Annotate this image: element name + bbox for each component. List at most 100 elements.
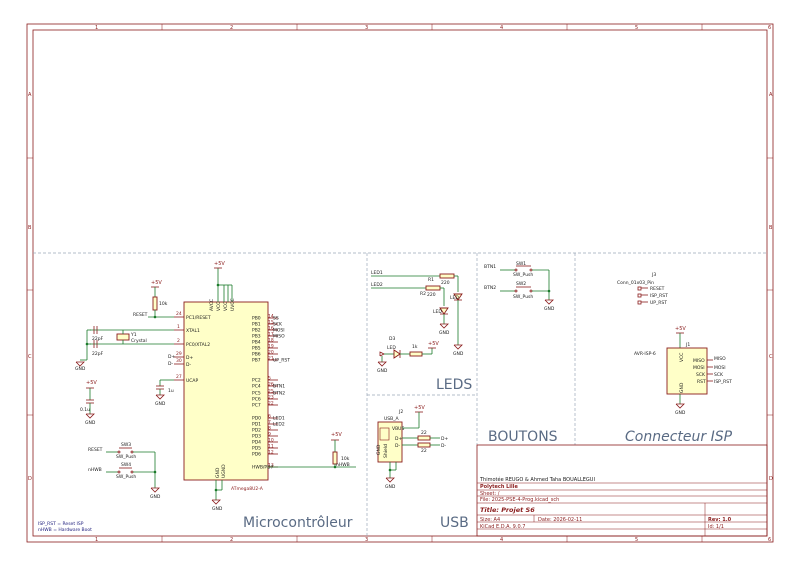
- mcu-pin-pc6: PC6: [252, 397, 261, 403]
- net-label-reset: RESET: [88, 447, 103, 453]
- row-label: D: [28, 476, 32, 482]
- net-label-btn2: BTN2: [484, 285, 496, 291]
- usb-value: USB_A: [384, 416, 399, 422]
- crystal-value: Crystal: [131, 338, 147, 344]
- pin-num: 1: [177, 324, 180, 330]
- usb-pin: VBUS: [392, 426, 404, 432]
- mcu-pin-hwbpd7: HWB/PD7: [252, 465, 274, 471]
- pin-num: 2: [177, 338, 180, 344]
- net-label-dminus: D-: [168, 361, 173, 367]
- mcu-pin-pb4: PB4: [252, 340, 261, 346]
- gnd-label: GND: [675, 410, 686, 416]
- frame-columns-top: 1 2 3 4 5 6: [95, 24, 771, 31]
- gnd-label: GND: [453, 351, 464, 357]
- mcu-pin-number: 21: [268, 356, 274, 362]
- mcu-pin-number: 12: [268, 450, 274, 456]
- cap-value: 0.1u: [80, 407, 90, 413]
- section-title-boutons: BOUTONS: [488, 429, 558, 445]
- mcu-pin-pd4: PD4: [252, 440, 261, 446]
- mcu-net-ss: SS: [273, 316, 279, 322]
- col-label: 3: [365, 537, 368, 543]
- section-title-micro: Microcontrôleur: [243, 515, 353, 531]
- resistor-value: 10k: [159, 301, 168, 307]
- led-d3: [393, 349, 401, 359]
- mcu-pin-pd2: PD2: [252, 428, 261, 434]
- pin-num: 27: [176, 374, 182, 380]
- frame-rows: A B C D A B C D: [27, 92, 773, 482]
- section-dividers: [33, 252, 767, 536]
- led-ref: LED: [450, 295, 459, 301]
- mcu-pin-number: 15: [268, 320, 274, 326]
- mcu-pin-pb7: PB7: [252, 358, 261, 364]
- resistor-value: 10k: [341, 456, 350, 462]
- isp-pin-label: MOSI: [693, 365, 705, 371]
- note-isp-rst: ISP_RST = Reset ISP: [38, 521, 84, 527]
- power-label: +5V: [675, 326, 686, 332]
- pin-gnd: GND: [215, 467, 221, 478]
- pin-reset: PC1/RESET: [186, 315, 211, 321]
- switch-ref: SW2: [516, 281, 526, 287]
- pin-dminus: D-: [186, 362, 191, 368]
- isp-block: J3 Conn_01x03_Pin RESET ISP_RST UP_RST +…: [617, 272, 732, 416]
- mcu-net-sck: SCK: [273, 322, 283, 328]
- row-label: C: [28, 354, 32, 360]
- gnd-label: GND: [85, 420, 96, 426]
- col-label: 1: [95, 25, 98, 31]
- mcu-pin-number: 9: [268, 432, 271, 438]
- resistor-value: 1k: [412, 344, 418, 350]
- title-block: Thimotée REUGO & Ahmed Taha BOUALLEGUI P…: [476, 444, 768, 537]
- reset-hwb-buttons: RESET SW3 SW_Push nHWB SW4 SW_Push GND: [88, 442, 161, 500]
- pin-num: 30: [176, 358, 182, 364]
- tb-rev: Rev: 1.0: [708, 517, 732, 523]
- mcu-pin-number: 6: [268, 414, 271, 420]
- mcu-net-btn1: BTN1: [273, 384, 285, 390]
- row-label: B: [769, 225, 773, 231]
- col-label: 3: [365, 25, 368, 31]
- col-label: 2: [230, 25, 233, 31]
- mcu-net-uprst: UP_RST: [273, 358, 290, 364]
- row-label: C: [769, 354, 773, 360]
- pin-vcc: VCC: [216, 302, 222, 311]
- gnd-label: GND: [544, 306, 555, 312]
- hwb-pullup: +5V 10k nHWB: [268, 432, 356, 469]
- gnd-label: GND: [75, 366, 86, 372]
- tb-authors: Thimotée REUGO & Ahmed Taha BOUALLEGUI: [479, 476, 595, 483]
- switch-value: SW_Push: [513, 294, 533, 300]
- mcu-pin-pb3: PB3: [252, 334, 261, 340]
- cap-value: 1u: [168, 388, 174, 394]
- resistor-r2: [425, 285, 441, 291]
- switch-ref: SW3: [121, 442, 131, 448]
- decoupling-cap: +5V 0.1u GND: [80, 380, 97, 426]
- net-label-hwb: nHWB: [336, 462, 350, 468]
- pin-vcc: VCC: [223, 302, 229, 311]
- pin-dplus: D+: [186, 355, 193, 361]
- crystal: [116, 333, 130, 341]
- mcu-pin-number: 5: [268, 376, 271, 382]
- resistor-r1: [439, 273, 455, 279]
- power-label: +5V: [331, 432, 342, 438]
- tb-id: Id: 1/1: [708, 524, 724, 530]
- connector-value: AVR-ISP-6: [634, 351, 656, 357]
- mcu-pin-pb6: PB6: [252, 352, 261, 358]
- mcu-net-led2: LED2: [273, 422, 285, 428]
- gnd-label: GND: [212, 506, 223, 512]
- mcu-net-led1: LED1: [273, 416, 285, 422]
- power-label: +5V: [151, 280, 162, 286]
- mcu-pin-pd3: PD3: [252, 434, 261, 440]
- mcu-pin-number: 13: [268, 463, 274, 469]
- resistor-r3: [409, 351, 423, 357]
- mcu-pin-pb2: PB2: [252, 328, 261, 334]
- gnd-label: GND: [385, 484, 396, 490]
- crystal-circuit: 22pF 22pF GND Y1 Crystal: [75, 326, 174, 372]
- pin-num: 24: [176, 311, 182, 317]
- resistor-usb-dp: [417, 435, 431, 441]
- mcu-net-mosi: MOSI: [273, 328, 285, 334]
- usb-block: J2 USB_A VBUS D+ D- GND Shield +5V 22 D+…: [376, 405, 448, 490]
- mcu-pin-number: 20: [268, 350, 274, 356]
- resistor-value: 22: [421, 430, 427, 436]
- net-label-dplus: D+: [441, 436, 448, 442]
- usb-ref: J2: [398, 409, 403, 415]
- mcu-pin-pb0: PB0: [252, 316, 261, 322]
- col-label: 4: [500, 25, 503, 31]
